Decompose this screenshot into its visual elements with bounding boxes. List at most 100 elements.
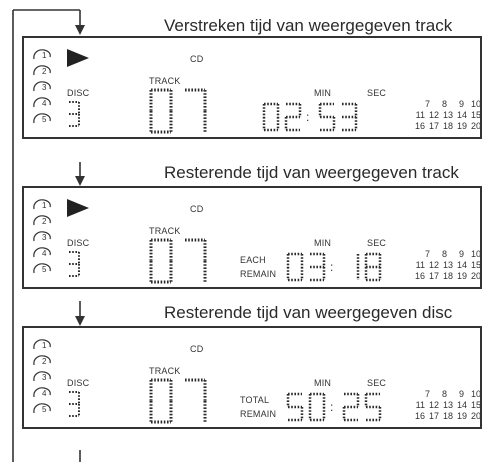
track-grid-number: 10 xyxy=(470,389,481,399)
track-label: TRACK xyxy=(149,76,181,86)
svg-text:4: 4 xyxy=(42,389,47,398)
track-grid-number: 19 xyxy=(456,121,467,131)
track-grid-number: 12 xyxy=(428,260,439,270)
svg-text:5: 5 xyxy=(42,405,47,414)
track-grid-number: 12 xyxy=(428,110,439,120)
disc-label: DISC xyxy=(67,238,90,248)
seconds-lcd xyxy=(318,102,358,132)
disc-number-icon: 4 xyxy=(32,96,51,109)
min-label: MIN xyxy=(314,378,332,388)
disc-number-icon: 2 xyxy=(32,64,51,77)
track-grid-number: 14 xyxy=(456,110,467,120)
track-grid-number: 16 xyxy=(414,411,425,421)
svg-text:3: 3 xyxy=(42,83,47,92)
arrow-down-icon xyxy=(75,176,85,186)
track-grid-number: 13 xyxy=(442,260,453,270)
disc-number-icon: 1 xyxy=(32,338,51,351)
play-icon xyxy=(67,199,89,217)
track-grid-number: 14 xyxy=(456,260,467,270)
track-value-lcd xyxy=(149,238,207,284)
track-value-lcd xyxy=(149,378,207,424)
disc-number-icon: 2 xyxy=(32,354,51,367)
track-grid-number: 17 xyxy=(428,271,439,281)
track-grid-number: 9 xyxy=(458,389,464,399)
disc-value-lcd xyxy=(69,251,80,277)
track-grid-number: 20 xyxy=(470,121,481,131)
disc-label: DISC xyxy=(67,88,90,98)
track-grid-number: 16 xyxy=(414,121,425,131)
time-colon: : xyxy=(330,400,334,414)
track-grid-number: 17 xyxy=(428,121,439,131)
svg-text:3: 3 xyxy=(42,373,47,382)
track-grid-number: 7 xyxy=(424,389,430,399)
track-grid-number: 13 xyxy=(442,400,453,410)
track-grid-number: 11 xyxy=(415,400,425,410)
disc-number-icon: 4 xyxy=(32,386,51,399)
track-grid-number: 10 xyxy=(470,99,481,109)
seconds-lcd xyxy=(356,252,382,282)
min-label: MIN xyxy=(314,88,332,98)
track-grid-number: 15 xyxy=(470,110,481,120)
track-grid-number: 18 xyxy=(442,121,453,131)
track-grid-number: 8 xyxy=(441,249,447,259)
track-label: TRACK xyxy=(149,366,181,376)
disc-number-icon: 1 xyxy=(32,198,51,211)
time-colon: : xyxy=(306,110,310,124)
min-label: MIN xyxy=(314,238,332,248)
disc-number-icon: 5 xyxy=(32,262,51,275)
cd-label: CD xyxy=(190,204,204,214)
svg-text:2: 2 xyxy=(42,67,47,76)
track-grid-number: 9 xyxy=(458,99,464,109)
mode-label-top: TOTAL xyxy=(240,395,270,405)
disc-number-icon: 3 xyxy=(32,370,51,383)
track-grid-number: 15 xyxy=(470,260,481,270)
svg-text:2: 2 xyxy=(42,217,47,226)
cd-label: CD xyxy=(190,54,204,64)
track-grid-number: 15 xyxy=(470,400,481,410)
disc-number-icon: 3 xyxy=(32,80,51,93)
track-grid-number: 18 xyxy=(442,411,453,421)
track-grid-number: 19 xyxy=(456,271,467,281)
svg-text:1: 1 xyxy=(42,201,47,210)
track-grid-number: 11 xyxy=(415,110,425,120)
mode-label-bottom: REMAIN xyxy=(240,269,277,279)
panel-caption: Resterende tijd van weergegeven track xyxy=(164,163,459,182)
disc-number-icon: 1 xyxy=(32,48,51,61)
svg-text:5: 5 xyxy=(42,115,47,124)
track-grid-number: 18 xyxy=(442,271,453,281)
minutes-lcd xyxy=(286,252,326,282)
track-grid-number: 7 xyxy=(424,99,430,109)
track-grid-number: 8 xyxy=(441,389,447,399)
panel-caption: Resterende tijd van weergegeven disc xyxy=(164,303,453,322)
seconds-lcd xyxy=(342,392,382,422)
svg-text:1: 1 xyxy=(42,341,47,350)
sec-label: SEC xyxy=(367,88,387,98)
disc-number-icon: 3 xyxy=(32,230,51,243)
track-grid-number: 9 xyxy=(458,249,464,259)
arrow-down-icon xyxy=(75,25,85,35)
sec-label: SEC xyxy=(367,238,387,248)
svg-text:1: 1 xyxy=(42,51,47,60)
mode-label-top: EACH xyxy=(240,255,266,265)
svg-text:5: 5 xyxy=(42,265,47,274)
disc-value-lcd xyxy=(69,391,80,417)
time-colon: : xyxy=(330,260,334,274)
arrow-down-icon xyxy=(75,316,85,326)
track-grid-number: 19 xyxy=(456,411,467,421)
track-grid-number: 8 xyxy=(441,99,447,109)
svg-text:4: 4 xyxy=(42,99,47,108)
minutes-lcd xyxy=(286,392,326,422)
svg-text:2: 2 xyxy=(42,357,47,366)
track-grid-number: 11 xyxy=(415,260,425,270)
track-grid-number: 13 xyxy=(442,110,453,120)
track-grid-number: 7 xyxy=(424,249,430,259)
track-grid-number: 14 xyxy=(456,400,467,410)
cd-label: CD xyxy=(190,344,204,354)
